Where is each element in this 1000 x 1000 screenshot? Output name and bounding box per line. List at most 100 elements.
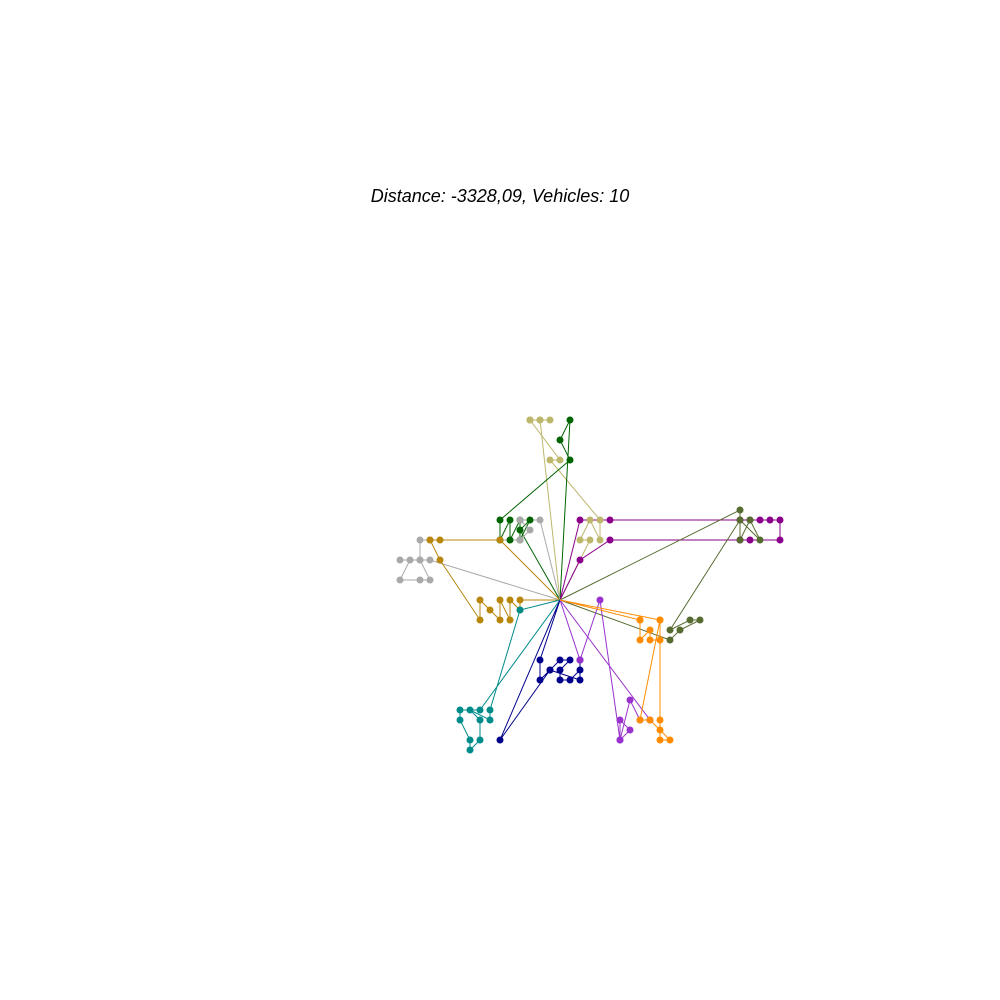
route-8-stop [556,676,564,684]
route-1-stop [526,416,534,424]
route-8-stop [536,676,544,684]
route-5-stop [396,556,404,564]
route-1-stop [586,516,594,524]
route-2-stop [566,416,574,424]
route-4-stop [736,506,744,514]
route-8-stop [576,676,584,684]
route-8-stop [566,656,574,664]
route-9-stop [626,696,634,704]
route-6-stop [476,616,484,624]
route-4-stop [686,616,694,624]
route-10-stop [646,636,654,644]
chart-title: Distance: -3328,09, Vehicles: 10 [370,186,630,206]
route-line-2 [499,419,571,601]
route-7-stop [466,706,474,714]
route-9-stop [626,726,634,734]
route-10-stop [636,616,644,624]
route-8-stop [546,666,554,674]
route-9-stop [616,716,624,724]
route-line-3 [559,519,781,601]
route-7-stop [466,736,474,744]
route-2-stop [516,526,524,534]
route-7-stop [476,736,484,744]
route-6-stop [506,596,514,604]
route-1-stop [546,456,554,464]
route-2-stop [556,436,564,444]
route-8-stop [566,676,574,684]
route-4-stop [746,516,754,524]
route-9-stop [576,656,584,664]
route-10-stop [646,716,654,724]
route-1-stop [556,456,564,464]
route-7-stop [476,716,484,724]
route-1-stop [596,516,604,524]
route-2-stop [566,456,574,464]
route-3-stop [606,536,614,544]
route-6-stop [506,616,514,624]
route-6-stop [426,536,434,544]
route-6-stop [496,596,504,604]
route-3-stop [776,536,784,544]
route-10-stop [666,736,674,744]
route-9-stop [596,596,604,604]
route-6-stop [496,616,504,624]
route-1-stop [596,536,604,544]
route-3-stop [576,516,584,524]
route-7-stop [466,746,474,754]
route-6-stop [476,596,484,604]
route-3-stop [606,516,614,524]
route-5-stop [526,526,534,534]
route-3-stop [766,516,774,524]
route-line-9 [559,599,651,742]
route-8-stop [496,736,504,744]
route-6-stop [436,556,444,564]
route-8-stop [556,666,564,674]
route-1-stop [536,416,544,424]
route-10-stop [656,716,664,724]
route-5-stop [396,576,404,584]
route-7-stop [476,706,484,714]
route-4-stop [756,536,764,544]
route-2-stop [506,536,514,544]
route-2-stop [506,516,514,524]
route-7-stop [486,716,494,724]
route-line-5 [399,519,561,601]
route-10-stop [636,716,644,724]
route-5-stop [426,576,434,584]
route-2-stop [526,516,534,524]
route-10-stop [656,726,664,734]
route-9-stop [616,736,624,744]
route-5-stop [516,516,524,524]
route-6-stop [496,536,504,544]
route-4-stop [696,616,704,624]
routes-layer [399,419,781,752]
route-5-stop [536,516,544,524]
route-3-stop [746,536,754,544]
route-5-stop [416,556,424,564]
route-7-stop [516,606,524,614]
route-10-stop [656,616,664,624]
route-5-stop [426,556,434,564]
route-7-stop [456,716,464,724]
route-4-stop [736,516,744,524]
route-1-stop [546,416,554,424]
route-10-stop [656,636,664,644]
route-3-stop [756,516,764,524]
route-2-stop [496,516,504,524]
route-5-stop [406,556,414,564]
route-1-stop [576,536,584,544]
route-1-stop [586,536,594,544]
route-4-stop [666,636,674,644]
route-7-stop [486,706,494,714]
route-5-stop [416,536,424,544]
route-8-stop [576,666,584,674]
route-10-stop [656,736,664,744]
route-8-stop [556,656,564,664]
route-3-stop [776,516,784,524]
route-6-stop [486,606,494,614]
route-10-stop [646,626,654,634]
route-6-stop [516,596,524,604]
route-4-stop [666,626,674,634]
route-4-stop [736,536,744,544]
